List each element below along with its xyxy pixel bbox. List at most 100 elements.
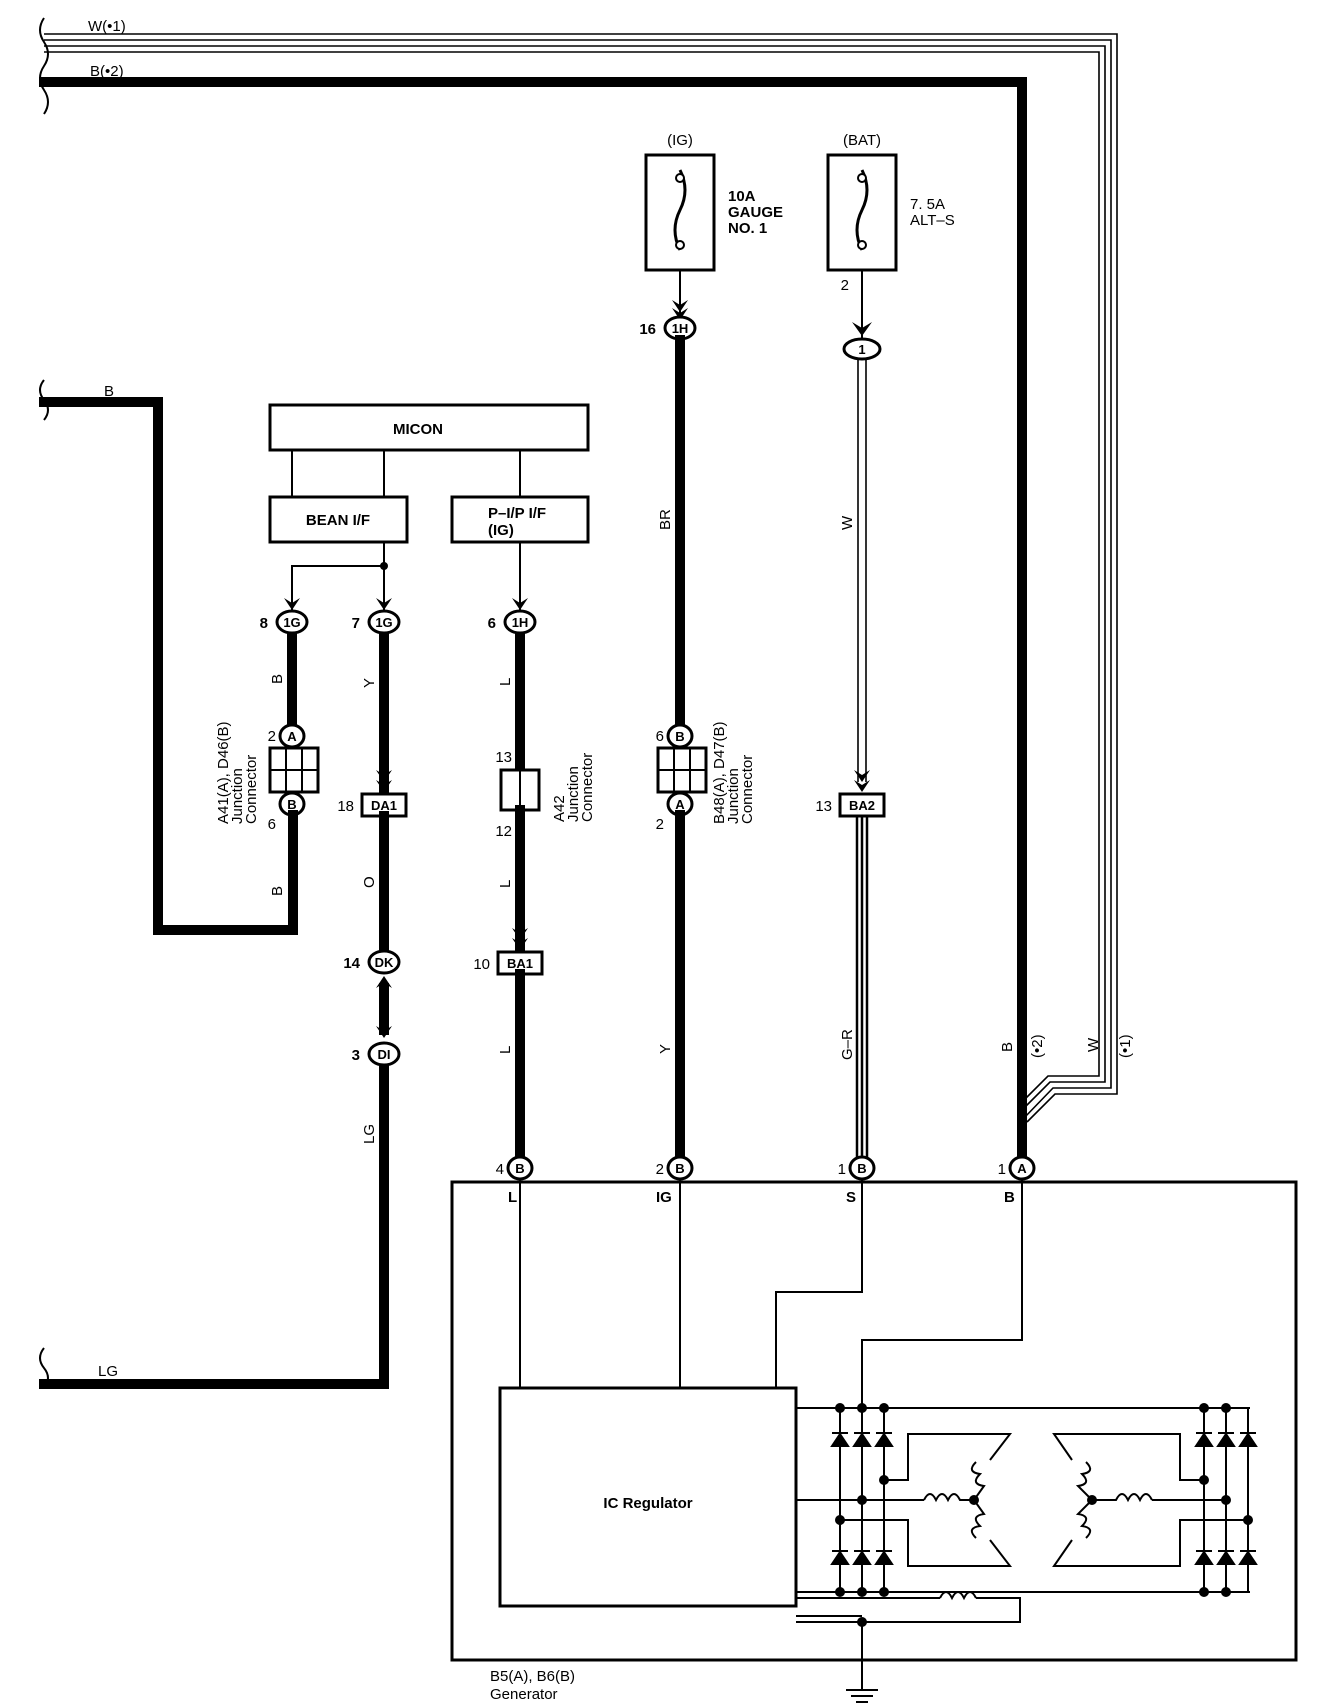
svg-text:1: 1 — [838, 1161, 846, 1178]
bean-if-label: BEAN I/F — [306, 512, 370, 529]
svg-text:6: 6 — [656, 728, 664, 745]
junction-label-a42: A42 Junction Connector — [551, 753, 596, 822]
wire-color-w-c: W — [1085, 1037, 1102, 1052]
wire-label-w1: W(•1) — [88, 18, 126, 35]
stator-windings — [840, 1433, 1248, 1567]
connector-di: DI 3 — [352, 1041, 401, 1067]
fuse-ig-supply: (IG) — [667, 132, 693, 149]
wire-color-l-a: L — [497, 678, 514, 686]
svg-text:13: 13 — [495, 749, 512, 766]
svg-text:Connector: Connector — [579, 753, 596, 822]
connector-ba2: BA2 13 — [815, 792, 886, 818]
fuse-bat-name: ALT–S — [910, 212, 955, 229]
generator-box — [450, 1180, 1298, 1662]
arrows-da1 — [376, 770, 392, 792]
connector-ba1: BA1 10 — [473, 950, 544, 976]
wire-color-w: W — [839, 515, 856, 530]
svg-text:6: 6 — [268, 816, 276, 833]
svg-text:B: B — [287, 797, 296, 812]
svg-text:A: A — [675, 797, 685, 812]
fuse-ig-rating: 10A — [728, 188, 756, 205]
svg-text:A: A — [1017, 1161, 1027, 1176]
arrows-ba1 — [512, 928, 528, 950]
fuse-ig-name2: NO. 1 — [728, 220, 767, 237]
svg-text:B48(A), D47(B): B48(A), D47(B) — [711, 721, 728, 824]
connector-da1: DA1 18 — [337, 792, 408, 818]
junction-connector-a41: A 2 B 6 — [268, 723, 320, 833]
pip-if-label-1: P–I/P I/F — [488, 505, 546, 522]
svg-text:DA1: DA1 — [371, 798, 397, 813]
svg-text:IG: IG — [656, 1189, 672, 1206]
top-wire-b2 — [39, 77, 1027, 1165]
junction-label-b48: B48(A), D47(B) Junction Connector — [711, 721, 756, 824]
left-wire-lg — [39, 1057, 389, 1389]
fuse-ig-icon — [673, 169, 687, 251]
svg-text:1: 1 — [858, 342, 865, 357]
junction-connector-a42: 13 12 — [495, 749, 541, 840]
connector-c1: 1 — [842, 337, 882, 361]
ground-icon — [846, 1689, 878, 1703]
wire-color-b-a: B — [269, 674, 286, 684]
svg-text:6: 6 — [488, 615, 496, 632]
wire-label-lg-left: LG — [98, 1363, 118, 1380]
svg-text:B: B — [675, 729, 684, 744]
svg-text:7: 7 — [352, 615, 360, 632]
svg-text:2: 2 — [656, 816, 664, 833]
svg-text:Junction: Junction — [229, 768, 246, 824]
gen-connector-b: A 1 B — [998, 1155, 1036, 1206]
fuse-bat-supply: (BAT) — [843, 132, 881, 149]
wire-g-r — [855, 816, 869, 1160]
wire-color-o: O — [361, 876, 378, 888]
wire-color-lg: LG — [361, 1124, 378, 1144]
svg-text:1G: 1G — [375, 615, 392, 630]
wire-color-y: Y — [361, 678, 378, 688]
gen-connector-ig: B 2 IG — [656, 1155, 694, 1206]
wire-color-b-b: B — [269, 886, 286, 896]
svg-text:B: B — [515, 1161, 524, 1176]
wire-color-l-b: L — [497, 880, 514, 888]
svg-text:1H: 1H — [672, 321, 689, 336]
wire-w — [857, 359, 867, 782]
fuse-bat-pin: 2 — [841, 277, 849, 294]
svg-text:13: 13 — [815, 798, 832, 815]
bean-if-box — [268, 495, 409, 544]
svg-text:14: 14 — [343, 955, 360, 972]
wire-color-b-c-ref: (•2) — [1029, 1034, 1046, 1058]
svg-text:3: 3 — [352, 1047, 360, 1064]
ic-regulator-box — [498, 1386, 798, 1608]
connector-8-1g: 1G 8 — [260, 609, 309, 635]
wire-color-l-c: L — [497, 1046, 514, 1054]
svg-text:16: 16 — [639, 321, 656, 338]
svg-text:S: S — [846, 1189, 856, 1206]
left-wire-b — [39, 397, 298, 935]
svg-text:A: A — [287, 729, 297, 744]
wire-color-b-c: B — [999, 1042, 1016, 1052]
connector-6-1h: 1H 6 — [488, 609, 537, 635]
svg-text:1G: 1G — [283, 615, 300, 630]
svg-text:L: L — [508, 1189, 517, 1206]
top-wire-w2 — [44, 45, 1106, 1113]
svg-text:DI: DI — [378, 1047, 391, 1062]
arrow-di-down — [376, 1026, 392, 1038]
svg-text:BA1: BA1 — [507, 956, 533, 971]
wire-label-b2: B(•2) — [90, 63, 124, 80]
svg-text:10: 10 — [473, 956, 490, 973]
top-wire-w1 — [44, 33, 1118, 1123]
fuse-bat-rating: 7. 5A — [910, 196, 945, 213]
arrows-ba2 — [854, 770, 870, 792]
junction-connector-b48: B 6 A 2 — [656, 723, 708, 833]
gen-connector-s: B 1 S — [838, 1155, 876, 1206]
svg-text:4: 4 — [496, 1161, 504, 1178]
svg-text:B: B — [857, 1161, 866, 1176]
svg-text:Junction: Junction — [565, 766, 582, 822]
pip-if-box — [450, 495, 590, 544]
wire-color-g-r: G–R — [839, 1029, 856, 1060]
svg-text:Connector: Connector — [739, 755, 756, 824]
generator-internal-wiring — [519, 1180, 1023, 1408]
svg-text:2: 2 — [656, 1161, 664, 1178]
wire-label-b-left: B — [104, 383, 114, 400]
svg-text:12: 12 — [495, 823, 512, 840]
bean-split — [291, 542, 385, 610]
svg-text:A42: A42 — [551, 795, 568, 822]
